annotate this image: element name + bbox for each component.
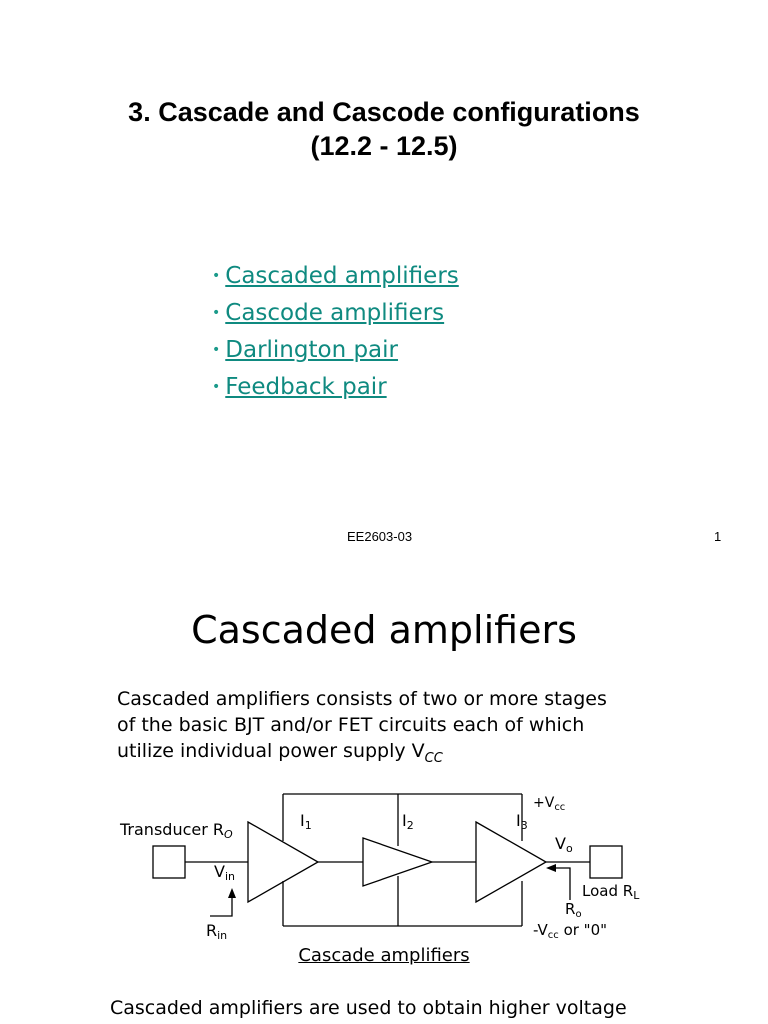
list-item: •Darlington pair [212, 332, 459, 369]
slide-2: Cascaded amplifiers Cascaded amplifiers … [0, 560, 768, 1024]
i2-subscript: 2 [407, 819, 414, 832]
list-item: •Feedback pair [212, 369, 459, 406]
ro-label: R [565, 900, 575, 918]
list-item: •Cascode amplifiers [212, 295, 459, 332]
footer-page-number: 1 [714, 529, 722, 544]
bullet-icon: • [212, 379, 221, 395]
i1-label: I [300, 811, 305, 830]
vo-subscript: o [566, 842, 573, 855]
paragraph-line-3: utilize individual power supply VCC [117, 738, 677, 772]
description-paragraph: Cascaded amplifiers consists of two or m… [117, 686, 677, 772]
rin-label: R [206, 921, 217, 940]
cascade-amplifier-diagram: Transducer RO Vin Rin I1 I2 I3 +Vcc Vo L… [119, 793, 640, 942]
svg-text:Ro: Ro [565, 900, 582, 920]
slide-2-title: Cascaded amplifiers [191, 608, 577, 652]
paragraph-line-2: of the basic BJT and/or FET circuits eac… [117, 714, 585, 736]
load-label: Load R [582, 882, 633, 900]
title-line-2: (12.2 - 12.5) [310, 131, 458, 161]
bullet-icon: • [212, 342, 221, 358]
svg-text:Rin: Rin [206, 921, 227, 942]
svg-text:Vo: Vo [555, 834, 573, 855]
i3-subscript: 3 [521, 819, 528, 832]
ro-subscript: o [575, 909, 581, 920]
topic-list: •Cascaded amplifiers •Cascode amplifiers… [212, 258, 459, 406]
vcc-subscript: CC [424, 750, 443, 766]
vcc-negative-subscript: cc [548, 930, 559, 941]
figure-caption: Cascade amplifiers [0, 945, 768, 966]
transducer-subscript: O [224, 828, 233, 841]
bullet-icon: • [212, 268, 221, 284]
svg-text:-Vcc or "0": -Vcc or "0" [533, 921, 607, 941]
rin-subscript: in [217, 929, 227, 942]
transducer-label: Transducer R [119, 820, 224, 839]
paragraph-line-3-text: utilize individual power supply V [117, 740, 425, 762]
vcc-negative-label: -V [533, 921, 549, 939]
vcc-negative-suffix: or "0" [559, 921, 607, 939]
link-cascaded-amplifiers[interactable]: Cascaded amplifiers [225, 263, 459, 289]
list-item: •Cascaded amplifiers [212, 258, 459, 295]
continuation-text: Cascaded amplifiers are used to obtain h… [110, 997, 627, 1019]
vin-subscript: in [225, 870, 235, 883]
bullet-icon: • [212, 305, 221, 321]
svg-text:Vin: Vin [214, 862, 235, 883]
paragraph-line-1: Cascaded amplifiers consists of two or m… [117, 688, 607, 710]
vin-label: V [214, 862, 225, 881]
vo-label: V [555, 834, 566, 853]
svg-text:I2: I2 [402, 811, 414, 832]
svg-text:+Vcc: +Vcc [533, 795, 565, 813]
i1-subscript: 1 [305, 819, 312, 832]
link-darlington-pair[interactable]: Darlington pair [225, 337, 399, 363]
footer-course-code: EE2603-03 [347, 529, 413, 544]
vcc-positive-label: +V [533, 795, 555, 811]
load-subscript: L [633, 889, 640, 902]
vcc-positive-subscript: cc [554, 802, 565, 813]
svg-text:Load RL: Load RL [582, 882, 640, 902]
i3-label: I [516, 811, 521, 830]
title-line-1: 3. Cascade and Cascode configurations [128, 97, 640, 127]
link-feedback-pair[interactable]: Feedback pair [225, 374, 387, 400]
i2-label: I [402, 811, 407, 830]
slide-1: 3. Cascade and Cascode configurations (1… [0, 95, 768, 544]
caption-text: Cascade amplifiers [298, 945, 470, 966]
svg-text:I3: I3 [516, 811, 528, 832]
svg-text:I1: I1 [300, 811, 312, 832]
svg-text:Transducer RO: Transducer RO [119, 820, 233, 841]
slide-1-title: 3. Cascade and Cascode configurations (1… [0, 95, 768, 163]
link-cascode-amplifiers[interactable]: Cascode amplifiers [225, 300, 445, 326]
